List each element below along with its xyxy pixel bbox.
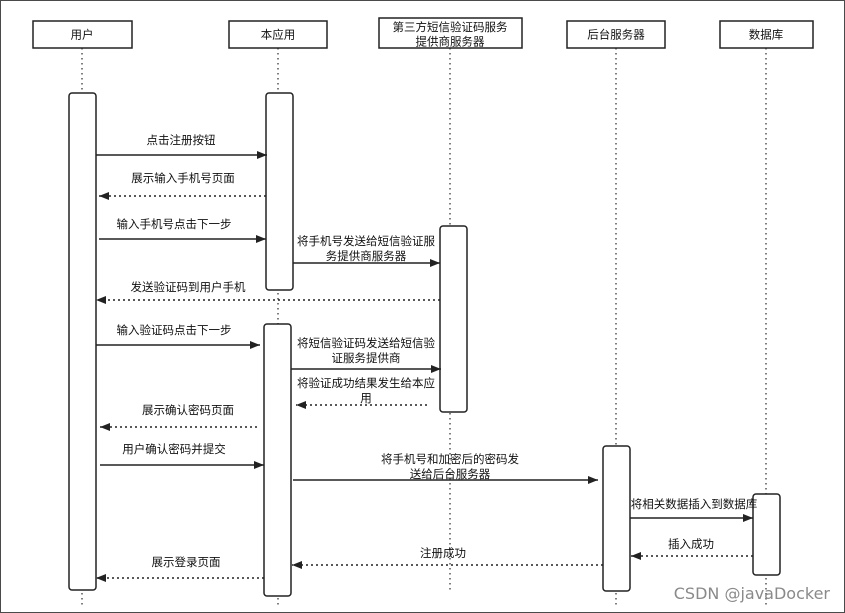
message-6: 输入验证码点击下一步: [96, 323, 260, 349]
participant-label-database: 数据库: [749, 28, 784, 42]
message-label-7-line1: 将短信验证码发送给短信验: [297, 336, 435, 350]
activation-bar-app-2: [263, 323, 292, 597]
participant-label-sms-provider-line1: 第三方短信验证码服务: [393, 20, 508, 34]
message-4: 将手机号发送给短信验证服 务提供商服务器: [293, 234, 440, 267]
message-label-14: 注册成功: [420, 546, 466, 560]
message-label-15: 展示登录页面: [152, 555, 221, 569]
activation-bar-app-1: [265, 92, 294, 291]
activation-bar-database: [752, 493, 781, 576]
message-label-13: 插入成功: [668, 537, 714, 551]
participant-box-backend: [566, 20, 666, 49]
participant-user: 用户: [32, 20, 133, 49]
message-label-8-line1: 将验证成功结果发生给本应: [297, 376, 435, 390]
participant-box-app: [228, 20, 328, 49]
message-15: 展示登录页面: [96, 555, 264, 582]
message-14: 注册成功: [292, 546, 603, 569]
participant-label-user: 用户: [71, 28, 94, 42]
activation-bar-sms-provider: [439, 225, 468, 413]
activation-bar-user: [68, 92, 97, 591]
message-label-1: 点击注册按钮: [147, 133, 216, 147]
message-label-4-line1: 将手机号发送给短信验证服: [297, 234, 435, 248]
message-label-7-line2: 证服务提供商: [332, 351, 401, 365]
message-label-12: 将相关数据插入到数据库: [631, 497, 758, 511]
message-7: 将短信验证码发送给短信验 证服务提供商: [291, 336, 441, 373]
watermark: CSDN @javaDocker: [674, 584, 831, 603]
message-2: 展示输入手机号页面: [99, 171, 266, 200]
participant-box-database: [719, 20, 814, 49]
participant-backend: 后台服务器: [566, 20, 666, 49]
message-label-11-line2: 送给后台服务器: [410, 467, 491, 481]
message-label-6: 输入验证码点击下一步: [117, 323, 232, 337]
participant-app: 本应用: [228, 20, 328, 49]
message-1: 点击注册按钮: [96, 133, 267, 159]
participant-sms-provider: 第三方短信验证码服务 提供商服务器: [378, 17, 523, 49]
message-label-2: 展示输入手机号页面: [131, 171, 235, 185]
message-5: 发送验证码到用户手机: [96, 280, 440, 304]
message-label-9: 展示确认密码页面: [142, 403, 234, 417]
participant-database: 数据库: [719, 20, 814, 49]
message-12: 将相关数据插入到数据库: [630, 497, 758, 522]
activation-bar-backend: [602, 445, 631, 592]
message-label-5: 发送验证码到用户手机: [131, 280, 246, 294]
message-label-8-line2: 用: [360, 391, 372, 405]
participant-box-user: [32, 20, 133, 49]
participant-box-sms-provider: [378, 17, 523, 49]
participant-label-sms-provider-line2: 提供商服务器: [416, 35, 485, 49]
message-8: 将验证成功结果发生给本应 用: [296, 376, 435, 409]
message-10: 用户确认密码并提交: [100, 442, 264, 469]
message-label-10: 用户确认密码并提交: [122, 442, 226, 456]
message-13: 插入成功: [631, 537, 753, 560]
message-11: 将手机号和加密后的密码发 送给后台服务器: [293, 452, 598, 484]
message-9: 展示确认密码页面: [100, 403, 257, 431]
message-label-11-line1: 将手机号和加密后的密码发: [381, 452, 519, 466]
message-label-4-line2: 务提供商服务器: [326, 249, 407, 263]
participant-label-backend: 后台服务器: [587, 28, 645, 42]
participant-label-app: 本应用: [261, 28, 296, 42]
message-3: 输入手机号点击下一步: [99, 217, 266, 243]
message-label-3: 输入手机号点击下一步: [117, 217, 232, 231]
